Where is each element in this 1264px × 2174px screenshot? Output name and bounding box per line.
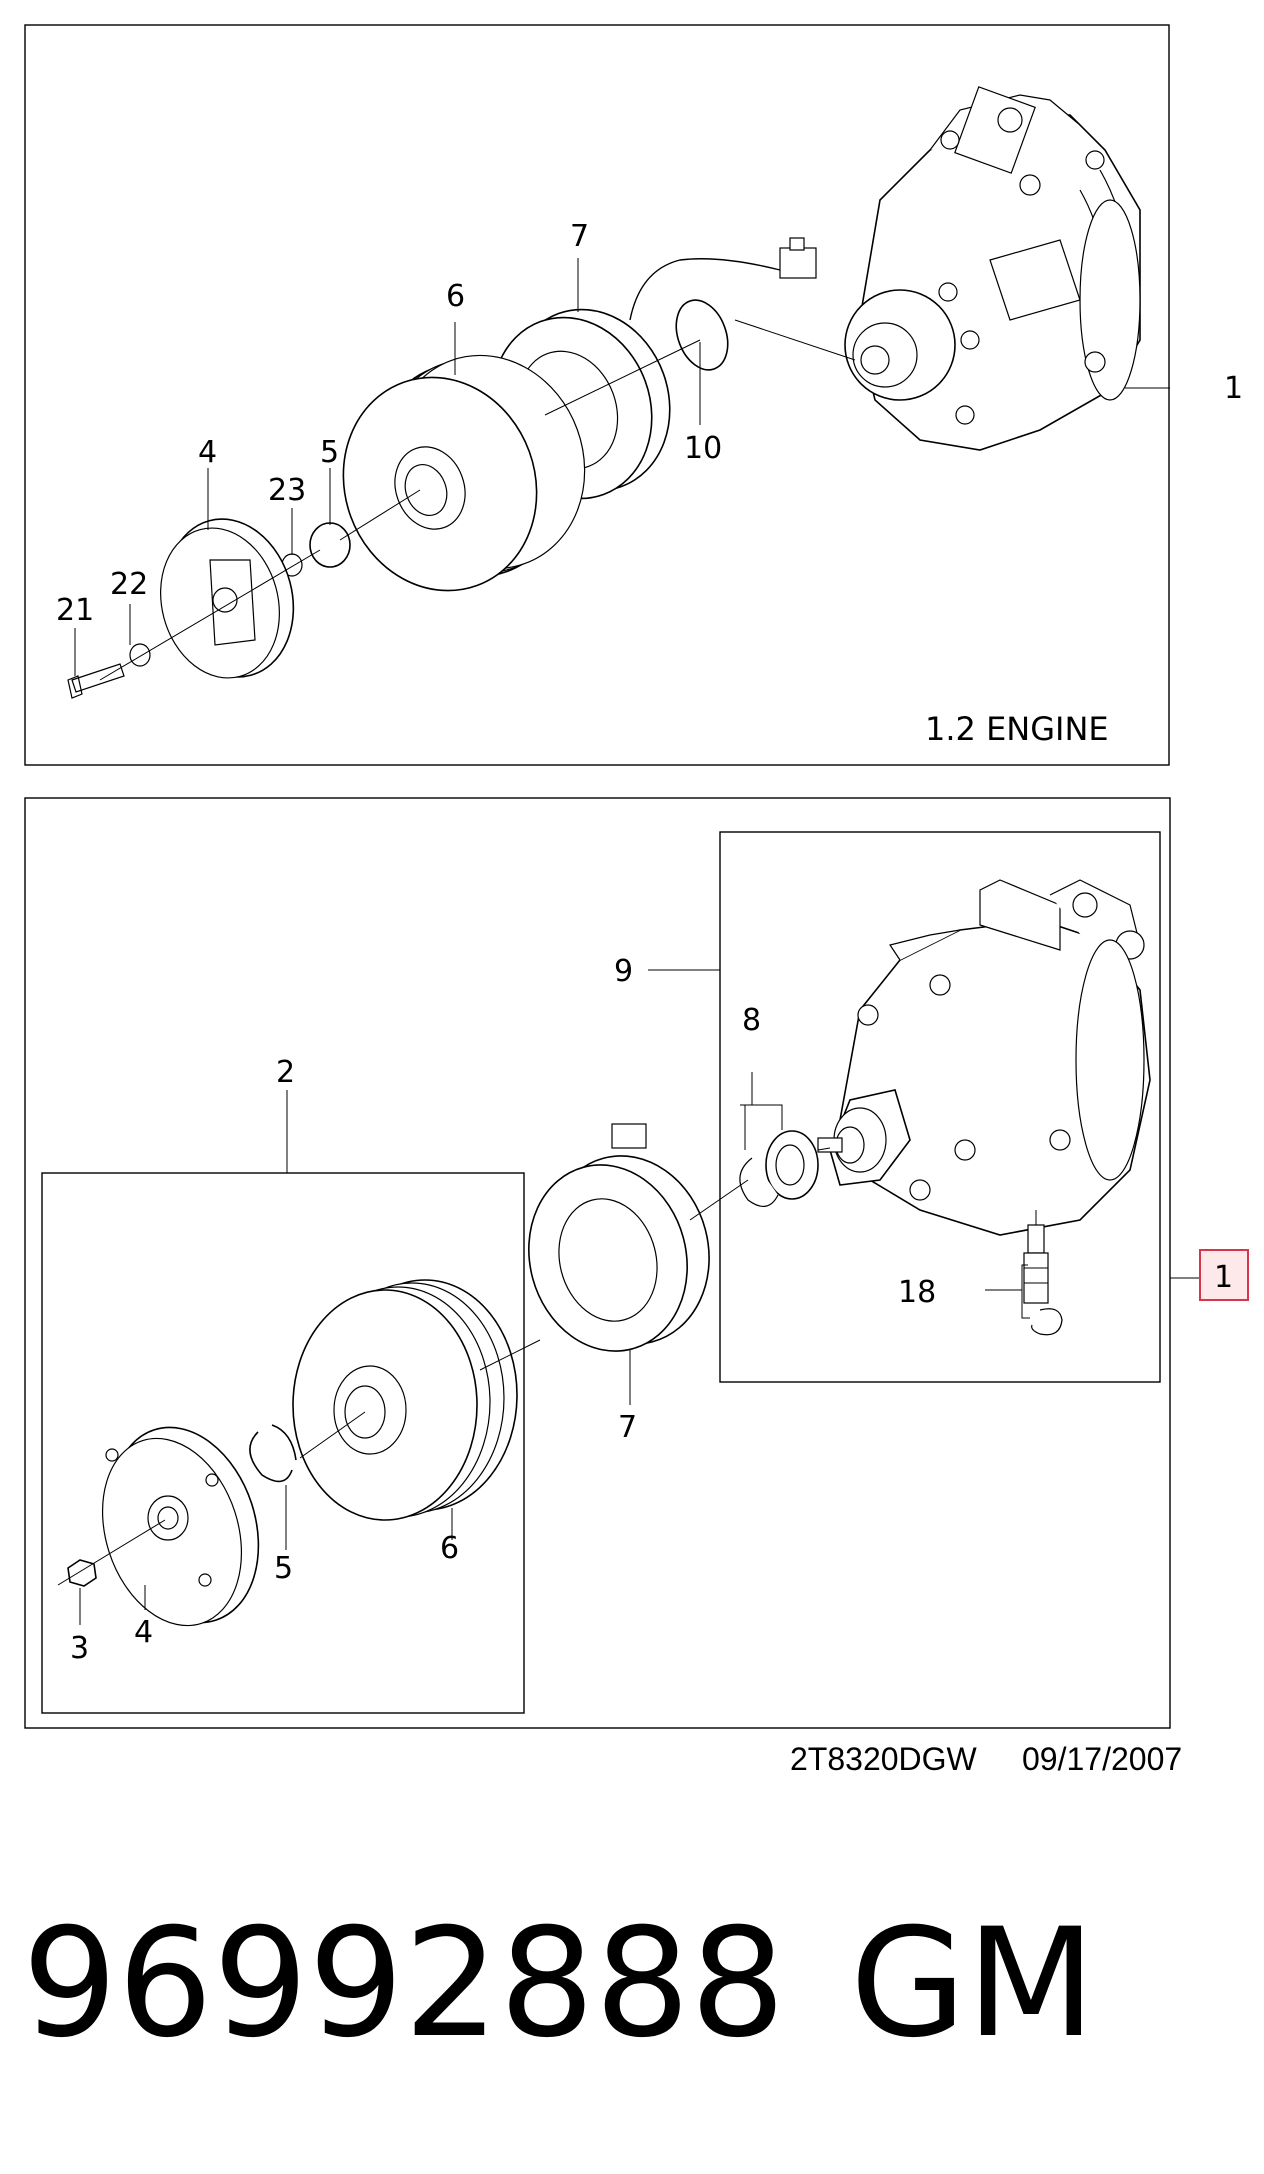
top-snap-ring-5 — [309, 522, 351, 568]
brand-name: GM — [850, 1897, 1096, 2071]
top-panel-frame — [24, 24, 1170, 766]
top-clutch-plate-4 — [160, 518, 295, 679]
bottom-valve-18 — [1023, 1210, 1063, 1336]
top-callout-6: 6 — [446, 279, 465, 314]
top-pulley-6 — [342, 354, 586, 592]
clutch-subassembly-frame — [41, 1172, 525, 1714]
drawing-date: 09/17/2007 — [1022, 1741, 1182, 1777]
bottom-callout-2: 2 — [276, 1055, 295, 1090]
top-panel-caption: 1.2 ENGINE — [925, 710, 1109, 748]
top-compressor — [844, 86, 1141, 451]
top-bolt-21 — [67, 663, 125, 699]
bottom-snap-ring-5 — [249, 1424, 297, 1483]
bottom-callout-3: 3 — [70, 1631, 89, 1666]
top-callout-4: 4 — [198, 435, 217, 470]
bottom-callout-8: 8 — [742, 1003, 761, 1038]
bottom-compressor — [817, 879, 1151, 1236]
bottom-field-coil-7 — [528, 1123, 710, 1352]
top-callout-23: 23 — [268, 473, 306, 508]
bottom-shaft-seal-8 — [739, 1130, 819, 1207]
bottom-callout-18: 18 — [898, 1275, 936, 1310]
bottom-panel-frame — [24, 797, 1171, 1729]
bottom-panel: 1 9 8 2 18 7 6 5 4 3 — [24, 797, 1249, 1729]
top-callout-10: 10 — [684, 431, 722, 466]
part-number: 96992888 — [22, 1897, 785, 2071]
bottom-callout-5: 5 — [274, 1551, 293, 1586]
top-callout-1: 1 — [1224, 371, 1243, 406]
highlighted-callout-box[interactable] — [1199, 1249, 1249, 1301]
top-callout-22: 22 — [110, 567, 148, 602]
top-callout-7: 7 — [570, 219, 589, 254]
top-washer-22 — [129, 643, 151, 667]
compressor-subassembly-frame — [719, 831, 1161, 1383]
bottom-callout-4: 4 — [134, 1615, 153, 1650]
drawing-code: 2T8320DGW — [790, 1741, 978, 1777]
top-snap-ring-10 — [675, 299, 729, 371]
bottom-callout-9: 9 — [614, 954, 633, 989]
top-panel: 1 7 6 10 5 23 4 22 21 1.2 ENGINE — [24, 24, 1243, 766]
bottom-pulley-6 — [292, 1279, 518, 1521]
bottom-callout-7: 7 — [618, 1410, 637, 1445]
bottom-clutch-plate-4 — [101, 1426, 260, 1627]
top-callout-5: 5 — [320, 435, 339, 470]
bottom-callout-6: 6 — [440, 1531, 459, 1566]
top-callout-21: 21 — [56, 593, 94, 628]
bottom-callout-1: 1 — [1214, 1260, 1233, 1295]
